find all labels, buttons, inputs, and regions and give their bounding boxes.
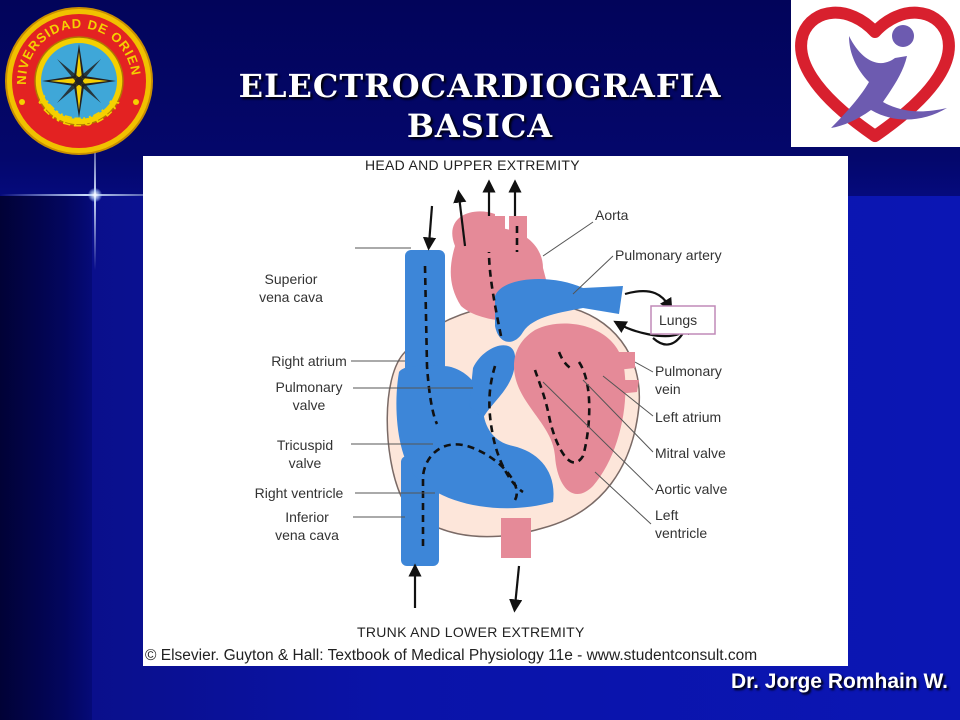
svg-text:Right ventricle: Right ventricle [255,485,344,501]
svg-text:Mitral valve: Mitral valve [655,445,726,461]
svg-text:Left: Left [655,507,678,523]
svg-text:vena cava: vena cava [259,289,323,305]
label-pulmonary-artery: Pulmonary artery [615,247,722,263]
label-tricuspid-valve-2: valve [289,455,322,471]
label-left-ventricle-1: Left [655,507,678,523]
pulmonary-artery-shape [495,278,623,342]
title-line-1: ELECTROCARDIOGRAFIA [238,67,722,105]
heart-circulation-figure: HEAD AND UPPER EXTREMITY TRUNK AND LOWER… [143,156,848,666]
svg-text:Superior: Superior [265,271,318,287]
svg-text:vein: vein [655,381,681,397]
label-pulmonary-valve-2: valve [293,397,326,413]
label-aortic-valve: Aortic valve [655,481,728,497]
label-inferior-vena-cava-2: vena cava [275,527,339,543]
label-pulmonary-vein-2: vein [655,381,681,397]
label-left-ventricle-2: ventricle [655,525,707,541]
left-labels: Superior vena cava Right atrium Pulmonar… [255,271,347,543]
svg-text:Tricuspid: Tricuspid [277,437,333,453]
light-flare-center [88,188,102,202]
label-mitral-valve: Mitral valve [655,445,726,461]
label-superior-vena-cava-1: Superior [265,271,318,287]
label-right-ventricle: Right ventricle [255,485,344,501]
label-superior-vena-cava-2: vena cava [259,289,323,305]
label-inferior-vena-cava-1: Inferior [285,509,329,525]
label-pulmonary-vein-1: Pulmonary [655,363,722,379]
svg-text:Inferior: Inferior [285,509,329,525]
svg-text:Aortic valve: Aortic valve [655,481,728,497]
svg-text:Aorta: Aorta [595,207,629,223]
svg-text:valve: valve [289,455,322,471]
figure-footer: TRUNK AND LOWER EXTREMITY [357,624,585,640]
lungs-label: Lungs [659,312,697,328]
slide-title: ELECTROCARDIOGRAFIA BASICA [200,66,760,146]
heart-diagram: HEAD AND UPPER EXTREMITY TRUNK AND LOWER… [255,157,728,640]
svg-text:Pulmonary: Pulmonary [276,379,343,395]
label-aorta: Aorta [595,207,629,223]
figure-credit: © Elsevier. Guyton & Hall: Textbook of M… [145,647,758,664]
svg-text:valve: valve [293,397,326,413]
lungs-box [650,305,716,335]
label-tricuspid-valve-1: Tricuspid [277,437,333,453]
svg-text:Right atrium: Right atrium [271,353,346,369]
figure-header: HEAD AND UPPER EXTREMITY [365,157,580,173]
svg-text:Left atrium: Left atrium [655,409,721,425]
superior-vena-cava-shape [405,250,445,400]
label-left-atrium: Left atrium [655,409,721,425]
title-line-2: BASICA [406,107,554,145]
author-name: Dr. Jorge Romhain W. [730,670,948,693]
right-labels: Aorta Pulmonary artery Pulmonary vein Le… [595,207,728,541]
university-seal-logo: UNIVERSIDAD DE ORIENTE VENEZUELA [4,6,153,155]
label-pulmonary-valve-1: Pulmonary [276,379,343,395]
svg-text:vena cava: vena cava [275,527,339,543]
heart-person-logo [791,0,960,147]
svg-text:Pulmonary: Pulmonary [655,363,722,379]
right-heart-chambers [396,365,554,509]
label-right-atrium: Right atrium [271,353,346,369]
svg-text:ventricle: ventricle [655,525,707,541]
svg-text:Pulmonary artery: Pulmonary artery [615,247,722,263]
